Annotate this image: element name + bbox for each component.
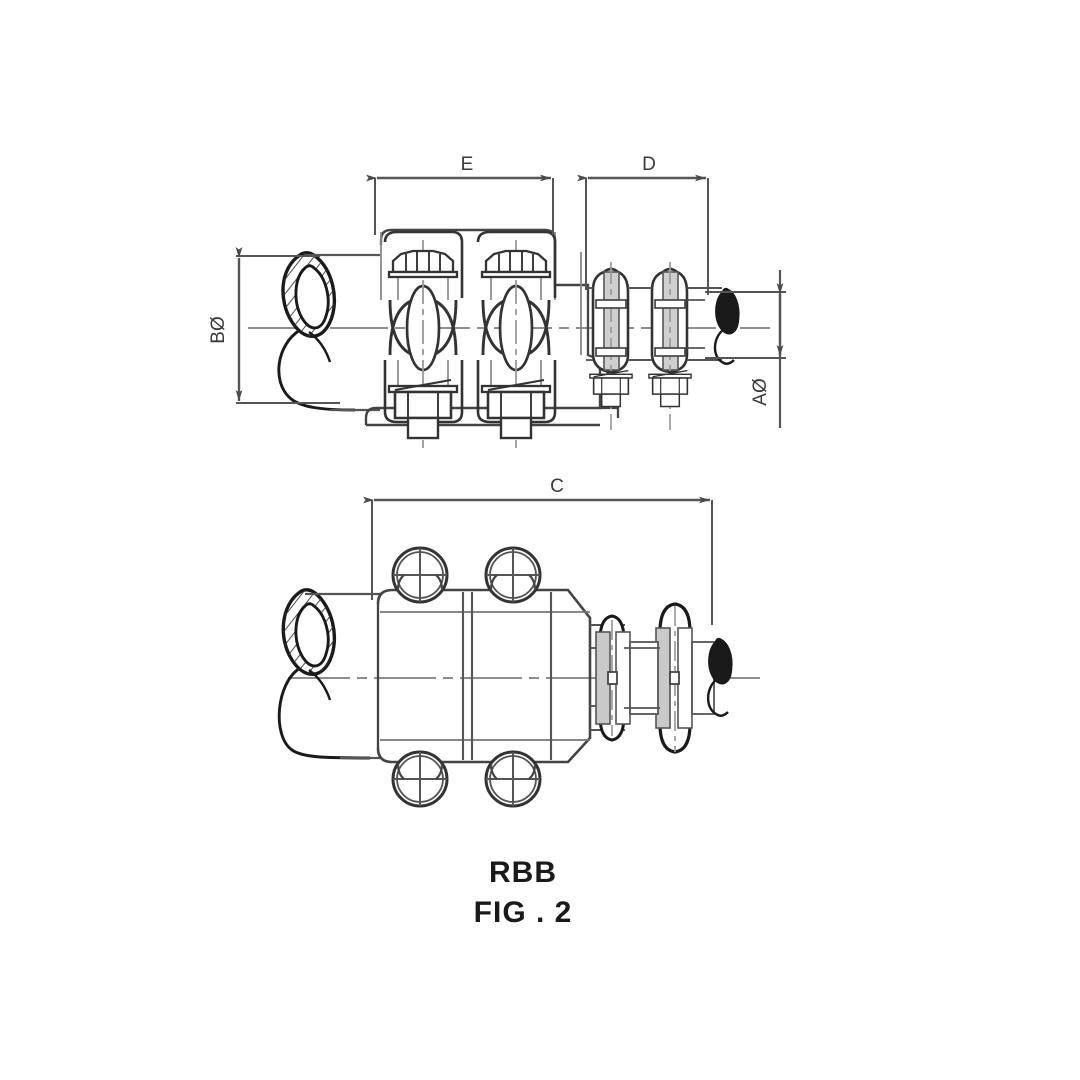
u-bolt-clamp-1	[383, 230, 464, 448]
dimension-a-diameter: AØ	[705, 270, 786, 428]
elevation-view: E D BØ AØ	[208, 154, 786, 448]
dimension-label-c: C	[550, 476, 564, 497]
terminal-pad-1	[586, 262, 633, 430]
cable-loop-left-elevation	[277, 251, 356, 412]
plan-view: C	[277, 476, 760, 808]
clamp-body-elevation	[364, 228, 602, 427]
caption-title: RBB	[489, 856, 557, 889]
bolt-head-4	[484, 750, 542, 808]
caption-figure-label: FIG . 2	[474, 896, 573, 929]
terminal-pad-1-plan	[595, 614, 631, 742]
clamp-body-plan	[376, 588, 625, 764]
conductor-body-plan	[305, 592, 380, 760]
dimension-label-e: E	[461, 154, 474, 175]
bolt-head-1	[391, 546, 449, 604]
dimension-c: C	[363, 476, 713, 625]
dimension-d: D	[577, 154, 709, 295]
cable-loop-right-plan	[706, 637, 733, 717]
hex-nut-top-2	[480, 249, 552, 279]
u-bolt-clamp-2	[476, 230, 557, 448]
cable-loop-right-elevation	[713, 287, 740, 365]
terminal-pad-2	[628, 262, 722, 430]
dimension-label-a: AØ	[750, 378, 771, 406]
bolt-head-3	[391, 750, 449, 808]
dimension-label-b: BØ	[208, 316, 229, 344]
cable-loop-left-plan	[277, 588, 371, 760]
terminal-pad-2-plan	[624, 602, 715, 754]
drawing-caption: RBB FIG . 2	[474, 856, 573, 929]
dimension-e: E	[366, 154, 554, 235]
dimension-b-diameter: BØ	[208, 247, 340, 404]
bolt-head-2	[484, 546, 542, 604]
dimension-label-d: D	[642, 154, 656, 175]
hex-nut-top-1	[387, 249, 459, 279]
